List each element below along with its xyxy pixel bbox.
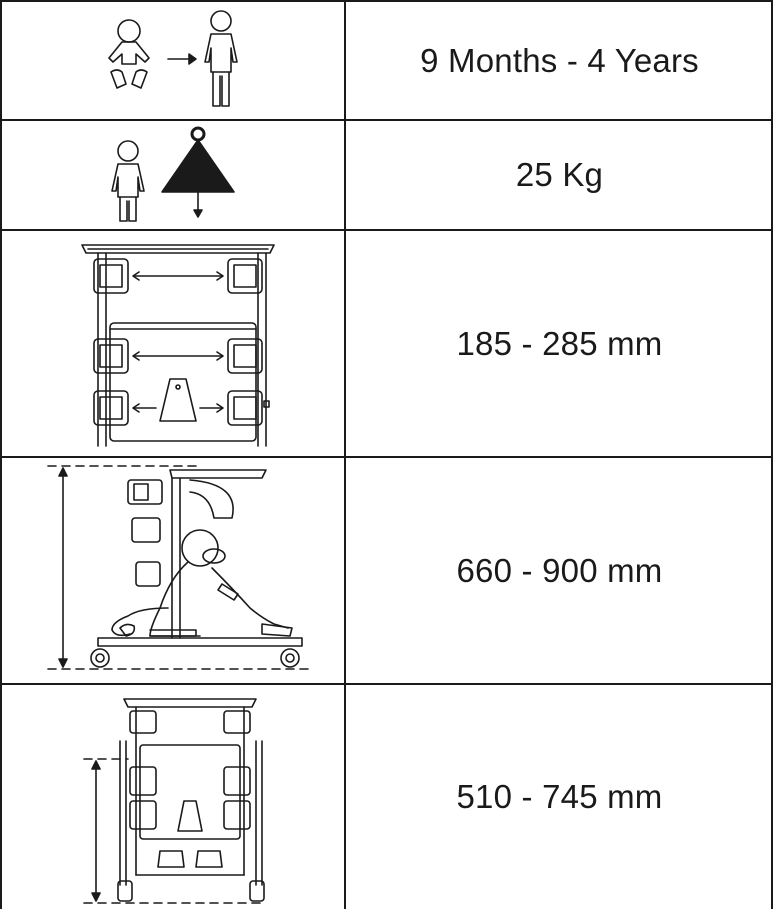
row-divider [0,683,773,685]
row-divider [0,229,773,231]
table-row: 185 - 285 mm [0,231,773,456]
value-text: 660 - 900 mm [456,551,663,589]
icon-cell [0,458,344,683]
value-cell: 9 Months - 4 Years [346,2,773,119]
table-row: 9 Months - 4 Years [0,2,773,119]
age-growth-icon [108,10,238,107]
table-row: 510 - 745 mm [0,685,773,909]
value-cell: 185 - 285 mm [346,231,773,456]
value-text: 25 Kg [515,156,604,193]
icon-cell [0,685,344,909]
value-cell: 25 Kg [346,121,773,229]
row-divider [0,119,773,121]
icon-cell [0,121,344,229]
table-row: 660 - 900 mm [0,458,773,683]
row-divider [0,456,773,458]
value-cell: 660 - 900 mm [346,458,773,683]
table-border-right [771,0,773,909]
column-divider [344,0,346,909]
table-border-left [0,0,2,909]
value-cell: 510 - 745 mm [346,685,773,909]
table-row: 25 Kg [0,121,773,229]
seat-height-icon [83,698,265,904]
icon-cell [0,2,344,119]
value-text: 185 - 285 mm [456,324,663,362]
icon-cell [0,231,344,456]
value-text: 9 Months - 4 Years [420,41,699,79]
table-border-top [0,0,773,2]
user-weight-icon [111,126,235,222]
trunk-width-icon [81,244,275,447]
overall-height-icon [47,465,313,670]
value-text: 510 - 745 mm [456,778,663,815]
